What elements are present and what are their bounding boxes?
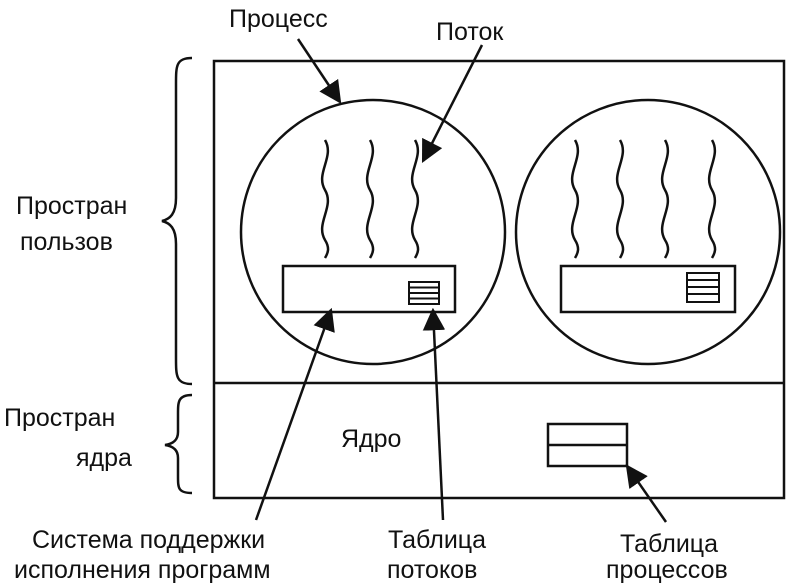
- thread-squiggle: [660, 139, 670, 259]
- runtime-arrow: [254, 307, 335, 521]
- thread-table-1: [408, 281, 440, 305]
- runtime-label-line2: исполнения программ: [14, 556, 271, 584]
- process-circle-2: [514, 98, 782, 366]
- runtime-system-box-1: [281, 264, 457, 314]
- process-table-label-line2: процессов: [606, 556, 728, 584]
- thread-table-label-line1: Таблица: [388, 526, 486, 554]
- thread-table-arrow: [422, 307, 446, 521]
- user-space-label-line2: пользов: [20, 228, 113, 256]
- user-space-label-line1: Простран: [16, 192, 127, 220]
- kernel-label: Ядро: [341, 425, 401, 453]
- runtime-label-line1: Система поддержки: [32, 526, 265, 554]
- process-table-label-line1: Таблица: [620, 530, 718, 558]
- kernel-space-label-line2: ядра: [76, 444, 132, 472]
- thread-squiggle: [615, 139, 625, 259]
- thread-label: Поток: [436, 18, 504, 46]
- thread-squiggle: [570, 139, 580, 259]
- thread-arrow: [421, 44, 484, 164]
- system-frame: [212, 59, 786, 500]
- kernel-space-label-line1: Простран: [4, 404, 115, 432]
- kernel-space-brace: [164, 393, 193, 495]
- thread-squiggles-2: [570, 139, 717, 259]
- thread-squiggle: [707, 139, 717, 259]
- thread-table-label-line2: потоков: [387, 556, 477, 584]
- thread-squiggle: [320, 139, 330, 259]
- process-arrow: [296, 38, 342, 104]
- thread-table-2: [686, 272, 720, 303]
- user-space-brace: [161, 56, 193, 386]
- process-table-arrow: [625, 464, 668, 523]
- runtime-system-box-2: [559, 264, 737, 314]
- thread-squiggles-1: [320, 139, 420, 259]
- process-table: [546, 422, 629, 468]
- process-circle-1: [239, 98, 507, 366]
- thread-squiggle: [410, 139, 420, 259]
- thread-squiggle: [365, 139, 375, 259]
- process-label: Процесс: [229, 5, 328, 33]
